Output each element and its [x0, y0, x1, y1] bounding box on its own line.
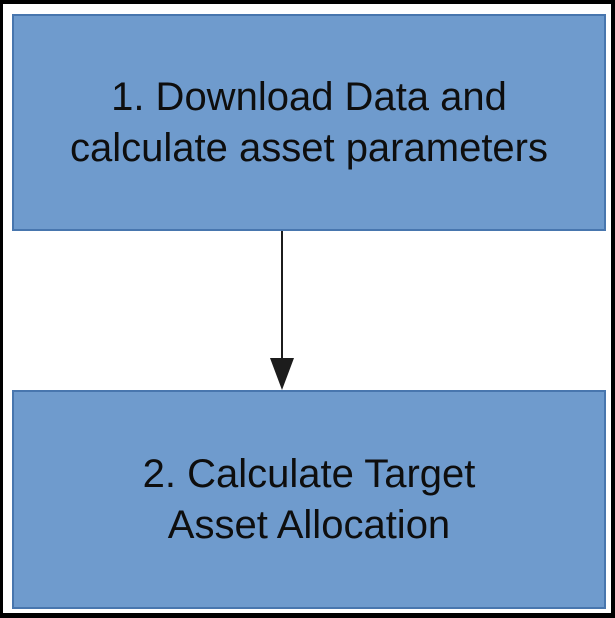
flow-node-step-1: 1. Download Data and calculate asset par…: [12, 14, 606, 231]
flow-node-step-2: 2. Calculate Target Asset Allocation: [12, 390, 606, 609]
arrow-line: [281, 231, 283, 359]
arrow-head-icon: [270, 358, 294, 390]
flow-node-step-2-label: 2. Calculate Target Asset Allocation: [142, 451, 476, 547]
flow-node-step-1-label: 1. Download Data and calculate asset par…: [69, 74, 548, 170]
